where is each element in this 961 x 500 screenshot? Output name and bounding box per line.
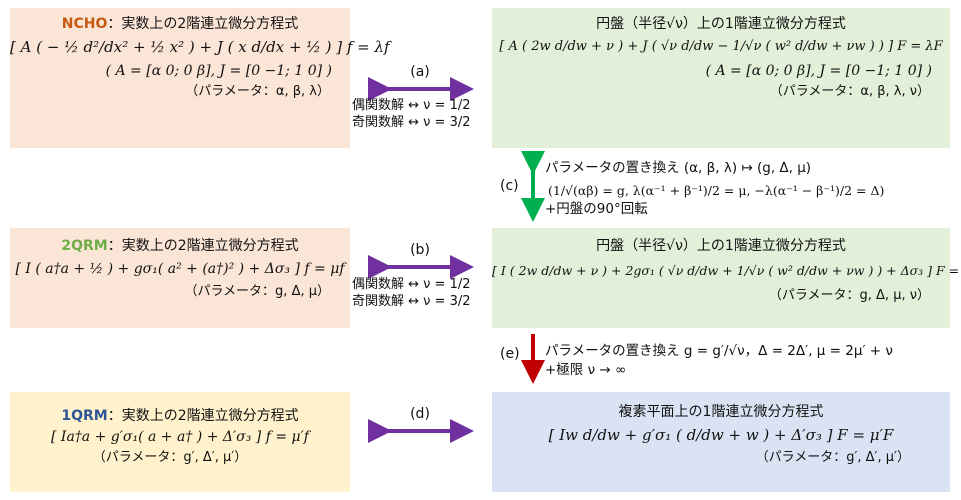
- arrow-d-label: (d): [410, 406, 430, 422]
- qrm1-name: 1QRM: [61, 408, 108, 424]
- arrow-c-label: (c): [500, 178, 519, 194]
- ncho-equation: [ A ( − ½ d²/dx² + ½ x² ) + J ( x d/dx +…: [10, 38, 390, 56]
- arrow-c-line2: (1/√(αβ) = g, λ(α⁻¹ + β⁻¹)/2 = μ, −λ(α⁻¹…: [548, 183, 885, 198]
- complex-box: 複素平面上の1階連立微分方程式 [ Iw d/dw + g′σ₁ ( d/dw …: [492, 392, 950, 492]
- disk2-title: 円盤（半径√ν）上の1階連立微分方程式: [596, 238, 846, 254]
- qrm2-equation: [ I ( a†a + ½ ) + gσ₁( a² + (a†)² ) + Δσ…: [15, 261, 345, 277]
- complex-params: （パラメータ：g′, Δ′, μ′）: [755, 450, 910, 465]
- ncho-title: ：実数上の2階連立微分方程式: [107, 16, 299, 32]
- qrm2-params: （パラメータ：g, Δ, μ）: [184, 284, 330, 299]
- ncho-params: （パラメータ：α, β, λ）: [185, 84, 330, 99]
- arrow-e-line2: +極限 ν → ∞: [545, 362, 627, 378]
- disk1-params: （パラメータ：α, β, λ, ν）: [769, 84, 930, 99]
- qrm2-title: ：実数上の2階連立微分方程式: [107, 238, 299, 254]
- complex-equation: [ Iw d/dw + g′σ₁ ( d/dw + w ) + Δ′σ₃ ] F…: [548, 426, 894, 444]
- arrow-b-label: (b): [410, 242, 430, 258]
- arrow-c-line3: +円盤の90°回転: [545, 201, 648, 217]
- arrow-a-label: (a): [410, 64, 430, 80]
- arrow-e-line1: パラメータの置き換え g = g′/√ν，Δ = 2Δ′, μ = 2μ′ + …: [545, 343, 893, 359]
- ncho-matrices: ( A = [α 0; 0 β], J = [0 −1; 1 0] ): [105, 63, 332, 79]
- arrow-b-line2: 奇関数解 ↔ ν = 3/2: [352, 294, 471, 309]
- disk1-matrices: ( A = [α 0; 0 β], J = [0 −1; 1 0] ): [705, 63, 932, 79]
- qrm1-params: （パラメータ：g′, Δ′, μ′）: [92, 450, 248, 465]
- disk1-box: 円盤（半径√ν）上の1階連立微分方程式 [ A ( 2w d/dw + ν ) …: [492, 8, 950, 148]
- disk2-box: 円盤（半径√ν）上の1階連立微分方程式 [ I ( 2w d/dw + ν ) …: [492, 228, 961, 328]
- complex-title: 複素平面上の1階連立微分方程式: [618, 404, 824, 420]
- ncho-box: NCHO：実数上の2階連立微分方程式 [ A ( − ½ d²/dx² + ½ …: [10, 8, 390, 148]
- qrm1-box: 1QRM：実数上の2階連立微分方程式 [ Ia†a + g′σ₁( a + a†…: [10, 392, 350, 492]
- qrm1-title: ：実数上の2階連立微分方程式: [107, 408, 299, 424]
- qrm1-equation: [ Ia†a + g′σ₁( a + a† ) + Δ′σ₃ ] f = μ′f: [51, 429, 309, 445]
- disk2-equation: [ I ( 2w d/dw + ν ) + 2gσ₁ ( √ν d/dw + 1…: [492, 263, 961, 278]
- arrow-e-label: (e): [500, 346, 520, 362]
- arrow-c-line1: パラメータの置き換え (α, β, λ) ↦ (g, Δ, μ): [545, 160, 812, 176]
- disk1-equation: [ A ( 2w d/dw + ν ) + J ( √ν d/dw − 1/√ν…: [499, 39, 943, 54]
- qrm2-name: 2QRM: [61, 238, 108, 254]
- arrow-a-line2: 奇関数解 ↔ ν = 3/2: [352, 115, 471, 130]
- arrow-a-line1: 偶関数解 ↔ ν = 1/2: [352, 98, 471, 113]
- disk1-title: 円盤（半径√ν）上の1階連立微分方程式: [596, 16, 846, 32]
- disk2-params: （パラメータ：g, Δ, μ, ν）: [768, 288, 930, 303]
- ncho-name: NCHO: [61, 16, 108, 32]
- qrm2-box: 2QRM：実数上の2階連立微分方程式 [ I ( a†a + ½ ) + gσ₁…: [10, 228, 350, 328]
- arrow-b-line1: 偶関数解 ↔ ν = 1/2: [352, 277, 471, 292]
